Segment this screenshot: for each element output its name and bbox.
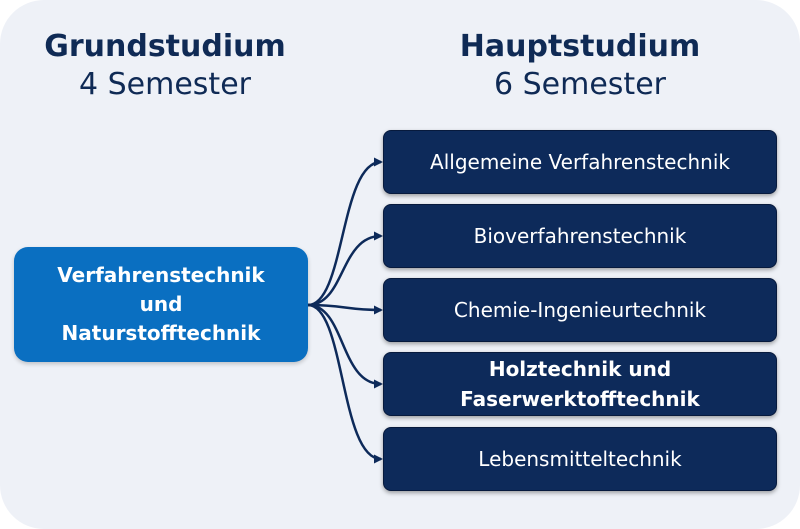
target-label: Chemie-Ingenieurtechnik (453, 298, 707, 322)
source-line: Verfahrenstechnik (57, 263, 265, 287)
target-node-lebensmitteltechnik: Lebensmitteltechnik (383, 427, 777, 491)
source-line: Naturstofftechnik (61, 321, 261, 345)
source-line: und (139, 292, 183, 316)
source-node-verfahrenstechnik-und-naturstofftechnik: Verfahrenstechnik und Naturstofftechnik (14, 247, 308, 362)
target-label: Allgemeine Verfahrenstechnik (430, 150, 730, 174)
arrow-to-allgemeine-verfahrenstechnik (307, 157, 383, 307)
grundstudium-title: Grundstudium (44, 29, 286, 64)
hauptstudium-duration: 6 Semester (494, 67, 666, 102)
target-node-holztechnik-und-faserwerktofftechnik: Holztechnik und Faserwerktofftechnik (383, 352, 777, 416)
target-label: Bioverfahrenstechnik (473, 224, 687, 248)
arrow-to-chemie-ingenieurtechnik (307, 303, 383, 315)
target-node-allgemeine-verfahrenstechnik: Allgemeine Verfahrenstechnik (383, 130, 777, 194)
target-label: Lebensmitteltechnik (478, 447, 682, 471)
grundstudium-duration: 4 Semester (79, 67, 251, 102)
hauptstudium-heading: Hauptstudium 6 Semester (415, 28, 745, 104)
hauptstudium-title: Hauptstudium (459, 29, 701, 64)
arrow-to-holztechnik (307, 303, 383, 389)
target-label-line: Holztechnik und (488, 357, 672, 381)
arrow-to-bioverfahrenstechnik (307, 231, 383, 307)
grundstudium-heading: Grundstudium 4 Semester (35, 28, 295, 104)
target-node-bioverfahrenstechnik: Bioverfahrenstechnik (383, 204, 777, 268)
target-node-chemie-ingenieurtechnik: Chemie-Ingenieurtechnik (383, 278, 777, 342)
target-label-line: Faserwerktofftechnik (460, 387, 700, 411)
arrow-to-lebensmitteltechnik (307, 303, 383, 464)
